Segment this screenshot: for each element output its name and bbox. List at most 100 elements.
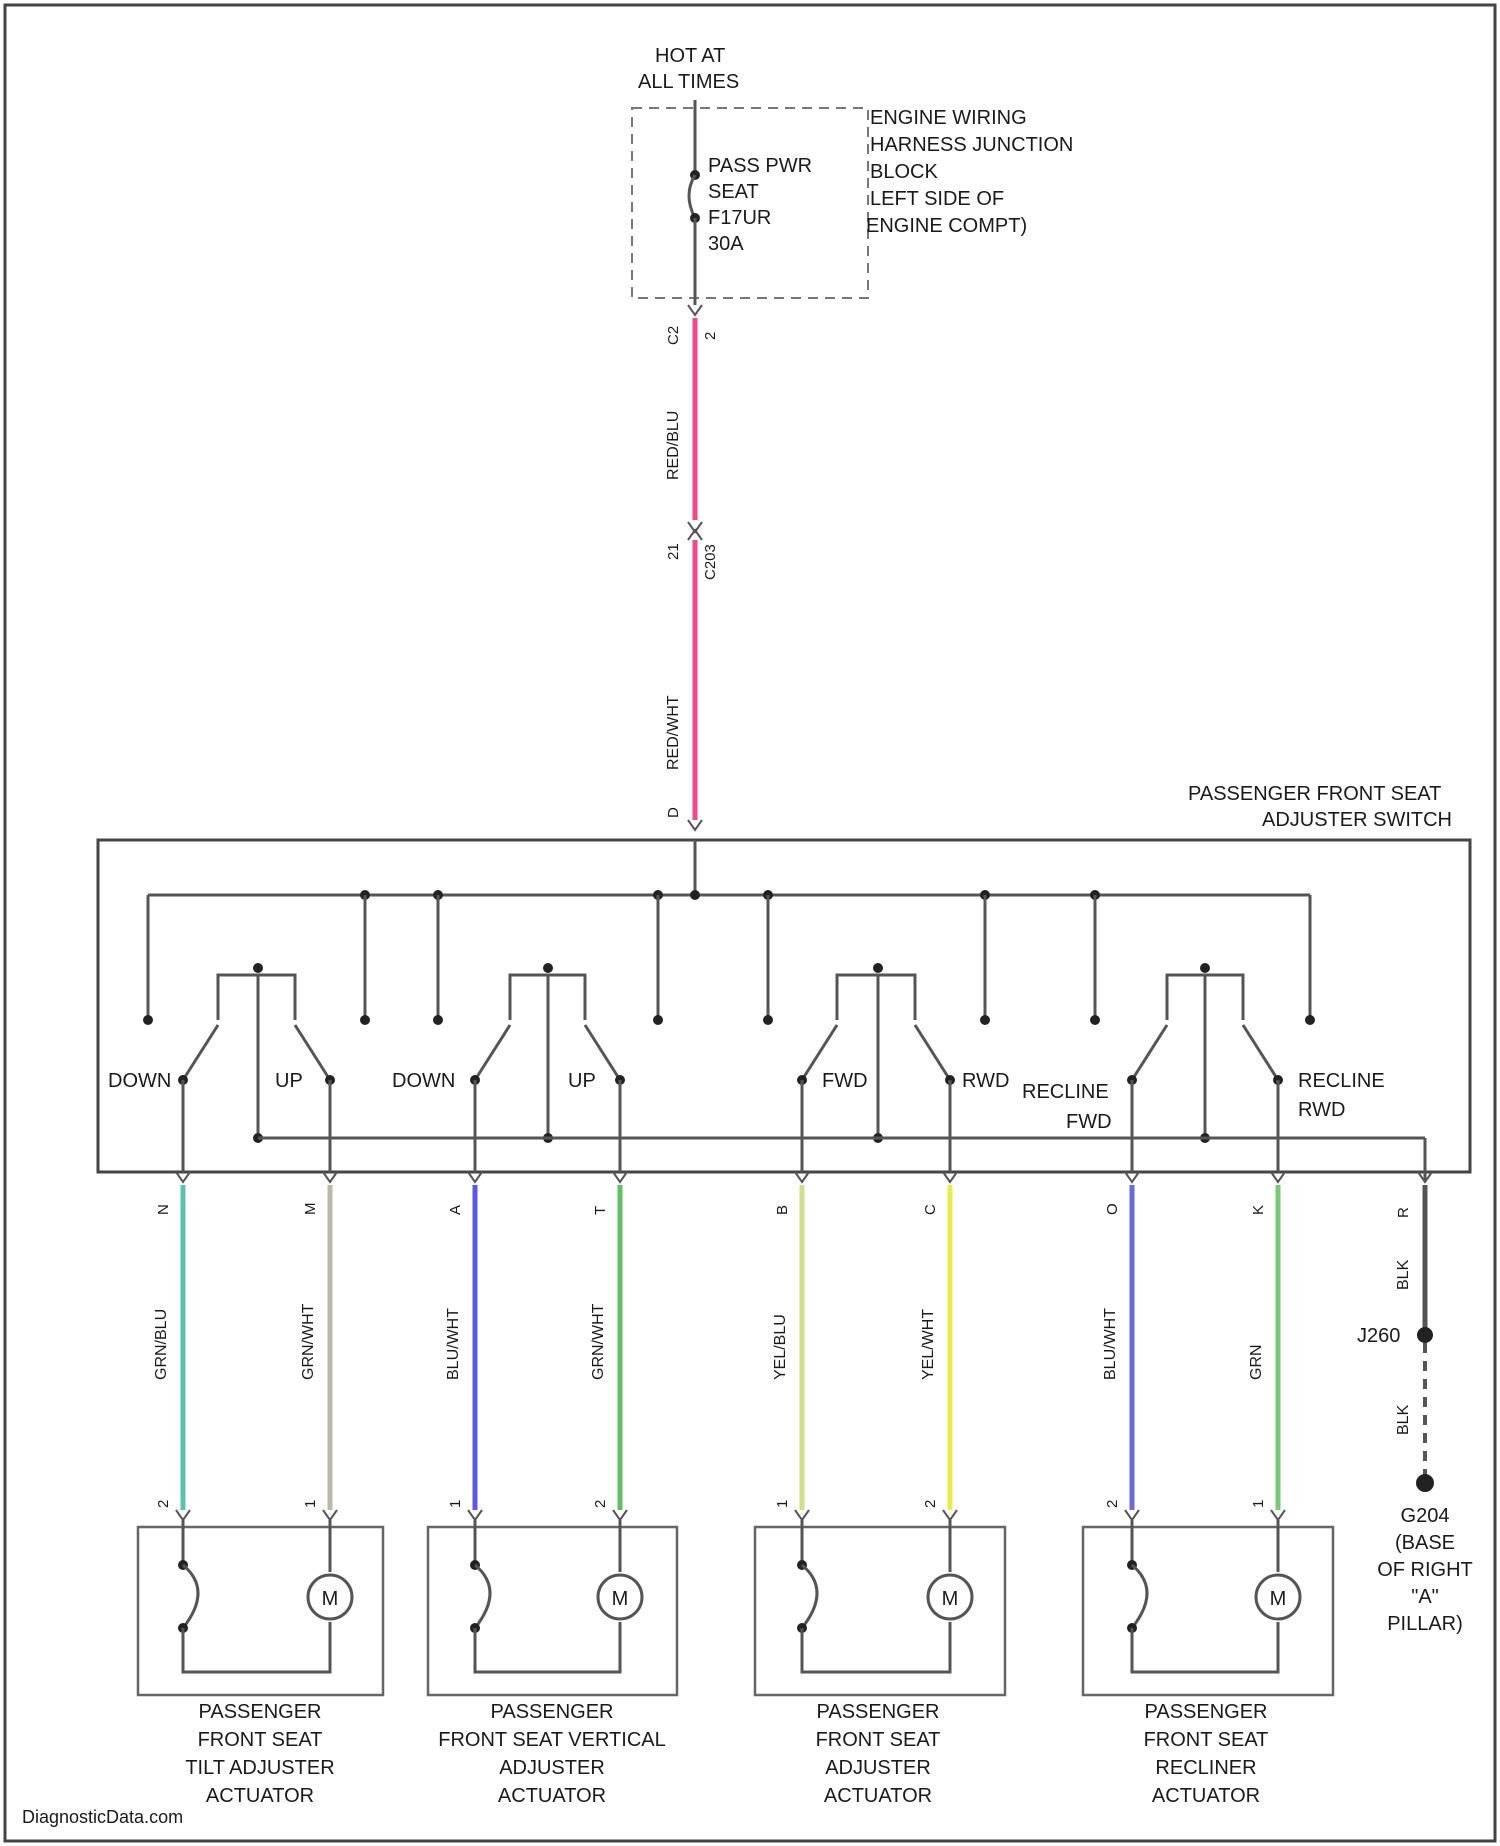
fixed-contact [360,1015,370,1025]
actuator-label-line4: ACTUATOR [824,1785,932,1807]
wire-switch-pin: T [592,1206,609,1215]
actuator-label-line3: ADJUSTER [499,1757,605,1779]
actuator-housing [428,1527,677,1695]
junction-label-1: ENGINE WIRING [870,107,1027,129]
switch-title-2: ADJUSTER SWITCH [1262,809,1452,831]
ground-label-5: PILLAR) [1387,1613,1463,1635]
contact-label-rwd: RWD [962,1070,1009,1092]
power-source: HOT AT ALL TIMES PASS PWR SEAT F17UR 30A… [632,45,1073,305]
feed-pin-top-b: 2 [702,332,719,340]
contact-label-fwd: FWD [822,1070,868,1092]
harness-wire: B YEL/BLU 1 [772,1172,809,1520]
switch-common-node [1200,963,1210,973]
wire-color-label: GRN [1248,1344,1265,1380]
wire-switch-pin: A [447,1205,464,1215]
wire-color-label: YEL/WHT [920,1309,937,1380]
switch-blade-right [915,1025,950,1080]
fixed-contact [143,1015,153,1025]
connector-chevron [613,1510,627,1520]
switch-common-lead [218,975,258,1138]
limit-switch-icon [475,1565,490,1628]
switch-housing [98,840,1470,1172]
contact-label-recline-rwd-1: RECLINE [1298,1070,1385,1092]
contact-label-up-1: UP [275,1070,303,1092]
fuse-label-4: 30A [708,233,744,255]
wire-color-label: GRN/WHT [300,1303,317,1380]
connector-chevron [1271,1510,1285,1520]
ground-label-1: G204 [1401,1505,1450,1527]
wire-actuator-pin: 1 [774,1500,791,1508]
actuator-label-line1: PASSENGER [817,1701,940,1723]
harness-wire: CYEL/WHT2 [920,1172,957,1520]
limit-switch-icon [802,1565,817,1628]
ground-pin: R [1395,1207,1412,1218]
fixed-contact [763,1015,773,1025]
actuator-label-line4: ACTUATOR [498,1785,606,1807]
connector-chevron [176,1510,190,1520]
wire-actuator-pin: 2 [922,1500,939,1508]
fuse-label-2: SEAT [708,181,759,203]
actuator-box: M [755,1520,1005,1695]
switch-title-1: PASSENGER FRONT SEAT [1188,783,1441,805]
ground-splice-label: J260 [1357,1325,1400,1347]
actuator-label-line2: FRONT SEAT [1144,1729,1269,1751]
switch-common-lead [510,975,548,1138]
feed-wire-bottom-label: RED/WHT [665,695,682,770]
actuator-label-line3: TILT ADJUSTER [185,1757,334,1779]
motor-symbol: M [322,1588,339,1610]
wire-actuator-pin: 1 [1250,1500,1267,1508]
actuator-label-line2: FRONT SEAT [816,1729,941,1751]
junction-label-5: ENGINE COMPT) [866,215,1027,237]
wire-color-label: GRN/BLU [153,1309,170,1380]
switch-common-node [543,963,553,973]
switch-blade-left [183,1025,218,1080]
wire-switch-pin: M [302,1203,319,1216]
actuator-label-line4: ACTUATOR [1152,1785,1260,1807]
switch-unit [178,963,335,1172]
actuators: PASSENGER FRONT SEAT TILT ADJUSTER ACTUA… [138,1520,1333,1807]
wire-actuator-pin: 2 [1104,1500,1121,1508]
junction-label-2: HARNESS JUNCTION [870,134,1073,156]
actuator-label-line2: FRONT SEAT VERTICAL [438,1729,665,1751]
actuator-label-line1: PASSENGER [199,1701,322,1723]
ground-point [1416,1474,1434,1492]
actuator-label-line2: FRONT SEAT [198,1729,323,1751]
wire-color-label: YEL/BLU [772,1314,789,1380]
actuator-tilt: PASSENGER FRONT SEAT TILT ADJUSTER ACTUA… [185,1701,334,1807]
actuator-harness: NGRN/BLU2MGRN/WHT1ABLU/WHT1TGRN/WHT2BYEL… [153,1172,1285,1520]
actuator-label-line1: PASSENGER [491,1701,614,1723]
actuator-label-line1: PASSENGER [1145,1701,1268,1723]
feed-pin-bottom: D [665,807,682,818]
hot-label-2: ALL TIMES [638,71,739,93]
actuator-label-line3: RECLINER [1155,1757,1256,1779]
hot-label-1: HOT AT [655,45,725,67]
actuator-vertical: PASSENGER FRONT SEAT VERTICAL ADJUSTER A… [438,1701,665,1807]
switch-blade-left [1132,1025,1167,1080]
wire-switch-pin: B [774,1205,791,1215]
contact-label-recline-fwd-2: FWD [1066,1111,1112,1133]
fixed-contact [653,1015,663,1025]
ground-wire-label-2: BLK [1395,1404,1412,1435]
fuse-label-3: F17UR [708,207,771,229]
wire-actuator-pin: 2 [592,1500,609,1508]
switch-unit [470,963,625,1172]
fixed-contact [1305,1015,1315,1025]
contact-label-down-1: DOWN [108,1070,171,1092]
motor-symbol: M [1270,1588,1287,1610]
switch-common-lead [837,975,878,1138]
harness-wire: MGRN/WHT1 [300,1172,337,1520]
junction-label-4: LEFT SIDE OF [870,188,1004,210]
ground-label-2: (BASE [1395,1532,1455,1554]
contact-label-recline-rwd-2: RWD [1298,1099,1345,1121]
switch-common-node [253,963,263,973]
fixed-contact [433,1015,443,1025]
switch-unit [797,963,955,1172]
connector-chevron [468,1510,482,1520]
ground-splice [1417,1327,1433,1343]
actuator-box: M [1083,1520,1333,1695]
connector-chevron [323,1510,337,1520]
